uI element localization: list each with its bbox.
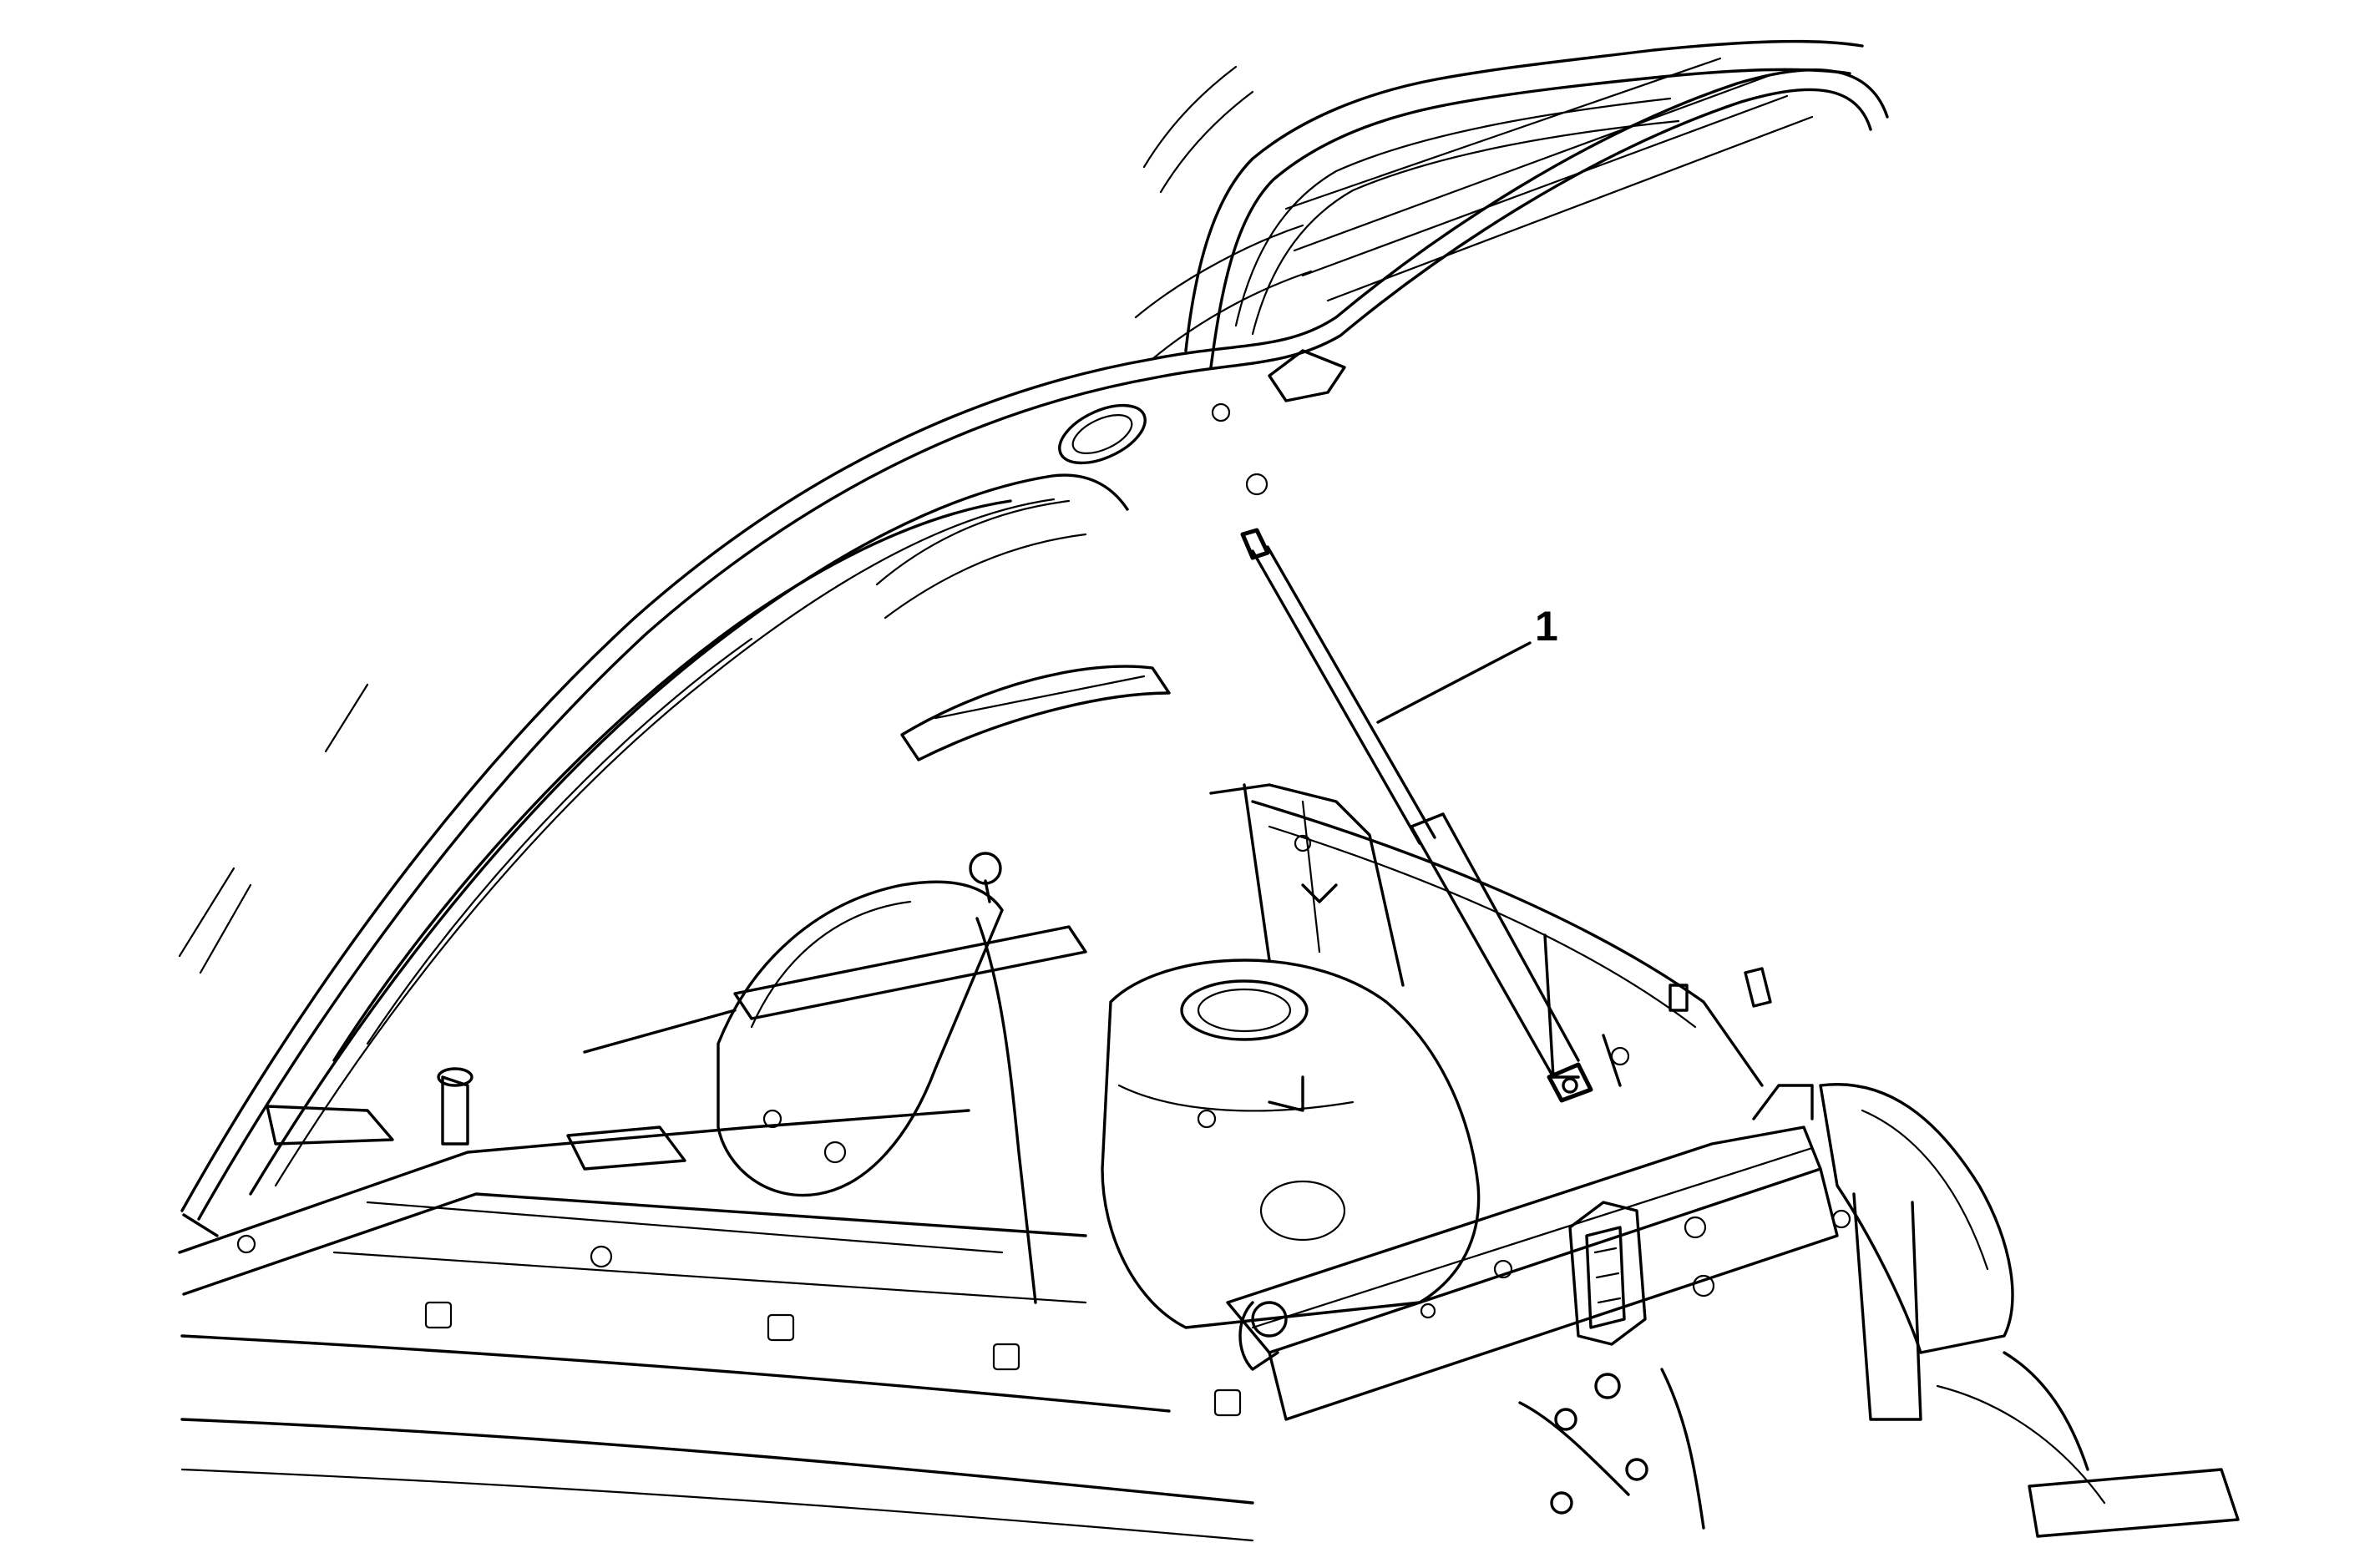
callout-leader-line (1376, 641, 1532, 724)
radiator-support (1226, 1084, 1839, 1421)
fender-right (1251, 800, 1764, 1087)
headlamp-assembly (1669, 967, 2240, 1538)
firewall-bracket (1209, 783, 1405, 987)
motion-lines (178, 65, 1313, 974)
cowl-panel (178, 1067, 1254, 1542)
callout-1: 1 (1376, 603, 1558, 724)
hood-strut (1240, 528, 1593, 1103)
hood-latch-assembly (1518, 1201, 1705, 1530)
fender-apron-left (717, 880, 1037, 1304)
strut-tower (1101, 959, 1481, 1329)
callout-number: 1 (1535, 603, 1558, 650)
hood-panel (180, 39, 1889, 1237)
cross-brace (583, 852, 1087, 1054)
